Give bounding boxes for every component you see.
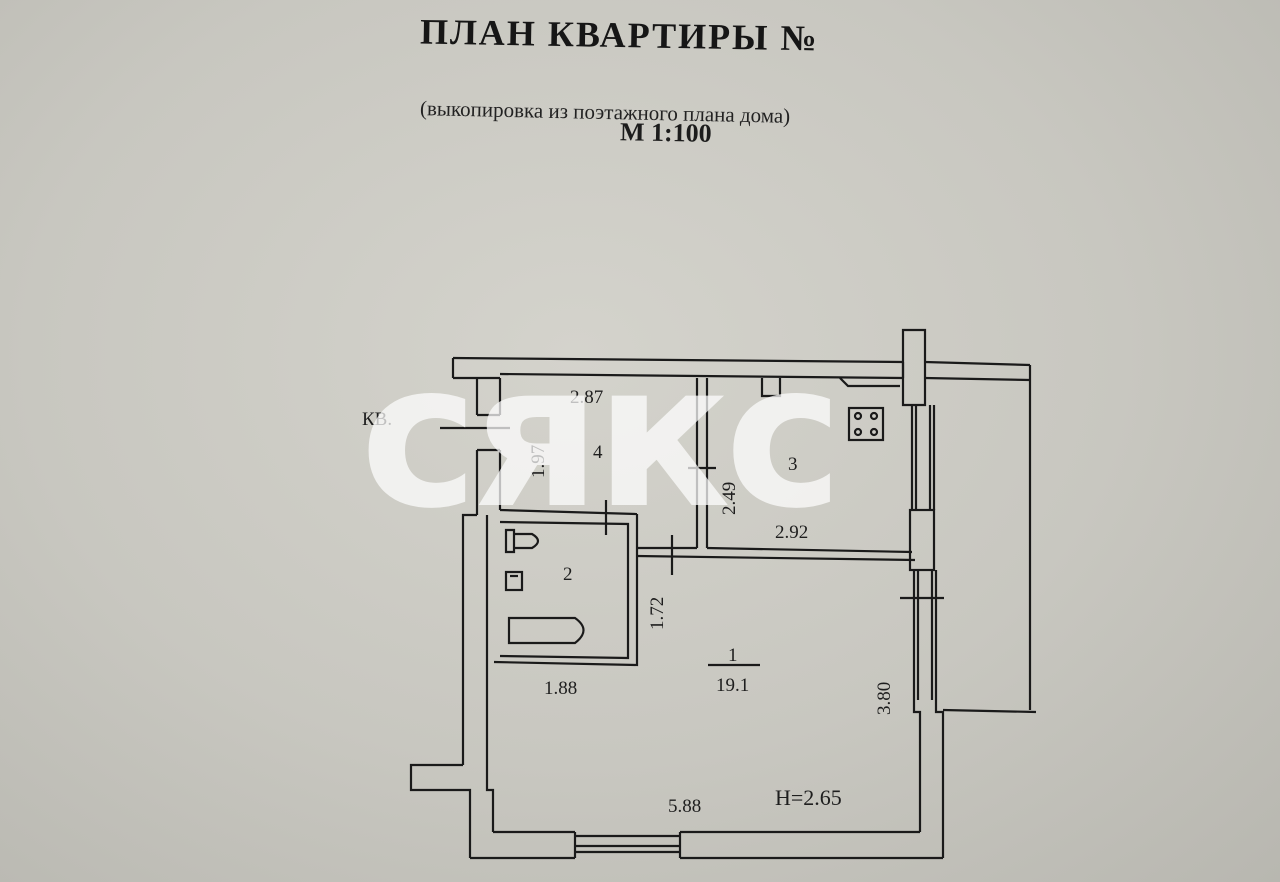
dim-kitchen-width: 2.92 [775,522,808,543]
bathroom-walls [493,500,639,667]
dim-room-depth: 3.80 [874,682,895,715]
outer-wall-bottom [470,830,943,860]
room-number-hall: 4 [593,442,603,463]
entrance-door [440,413,510,452]
sink-fixture [504,570,524,592]
kitchen-fixtures [760,377,900,442]
dim-hall-width: 2.87 [570,387,603,408]
bathtub-fixture [507,616,585,645]
room-number-kitchen: 3 [788,454,798,475]
outer-wall-top [451,356,1031,382]
outer-wall-right [900,405,945,858]
dim-hall-depth: 1.97 [528,445,549,478]
watermark-logo: сякс [360,320,837,553]
dim-room-width: 5.88 [668,796,701,817]
kitchen-bottom-wall [636,535,916,575]
dim-kitchen-depth: 2.49 [719,482,740,515]
room-number-bathroom: 2 [563,564,573,585]
dim-bath-depth: 1.72 [647,597,668,630]
partition-hall-kitchen [688,378,716,548]
toilet-fixture [504,528,540,554]
structural-column [901,328,927,407]
ceiling-height-label: Н=2.65 [775,785,842,810]
room-number-living: 1 [728,645,738,666]
dim-bath-width: 1.88 [544,678,577,699]
balcony [942,365,1037,714]
outer-wall-left [409,378,638,858]
room-area-living: 19.1 [716,675,749,696]
entrance-label: КВ. [362,409,392,430]
